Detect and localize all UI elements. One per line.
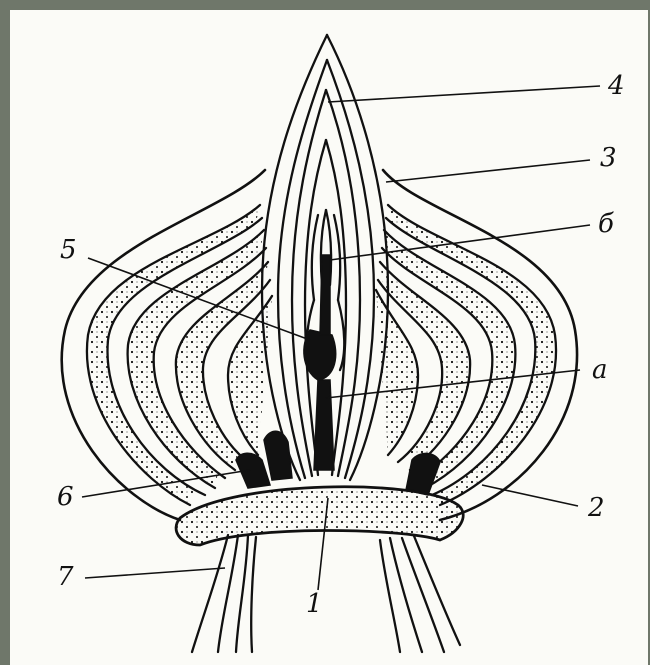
- label-3: 3: [600, 143, 617, 173]
- label-4: 4: [607, 71, 625, 101]
- label-b: б: [598, 209, 614, 239]
- outer-scales-right: [376, 170, 577, 520]
- axillary-bud-left: [236, 453, 270, 488]
- label-1: 1: [306, 589, 323, 619]
- stem-disc: [176, 487, 463, 545]
- label-5: 5: [60, 235, 77, 265]
- label-2: 2: [587, 493, 605, 523]
- label-7: 7: [57, 562, 74, 592]
- axillary-bud-left-2: [264, 431, 292, 480]
- bud-core-a: [314, 380, 334, 470]
- label-6: 6: [57, 482, 74, 512]
- label-a: а: [592, 355, 608, 385]
- growth-point-5: [304, 330, 336, 380]
- roots: [192, 535, 460, 652]
- bud-stalk: [320, 255, 330, 335]
